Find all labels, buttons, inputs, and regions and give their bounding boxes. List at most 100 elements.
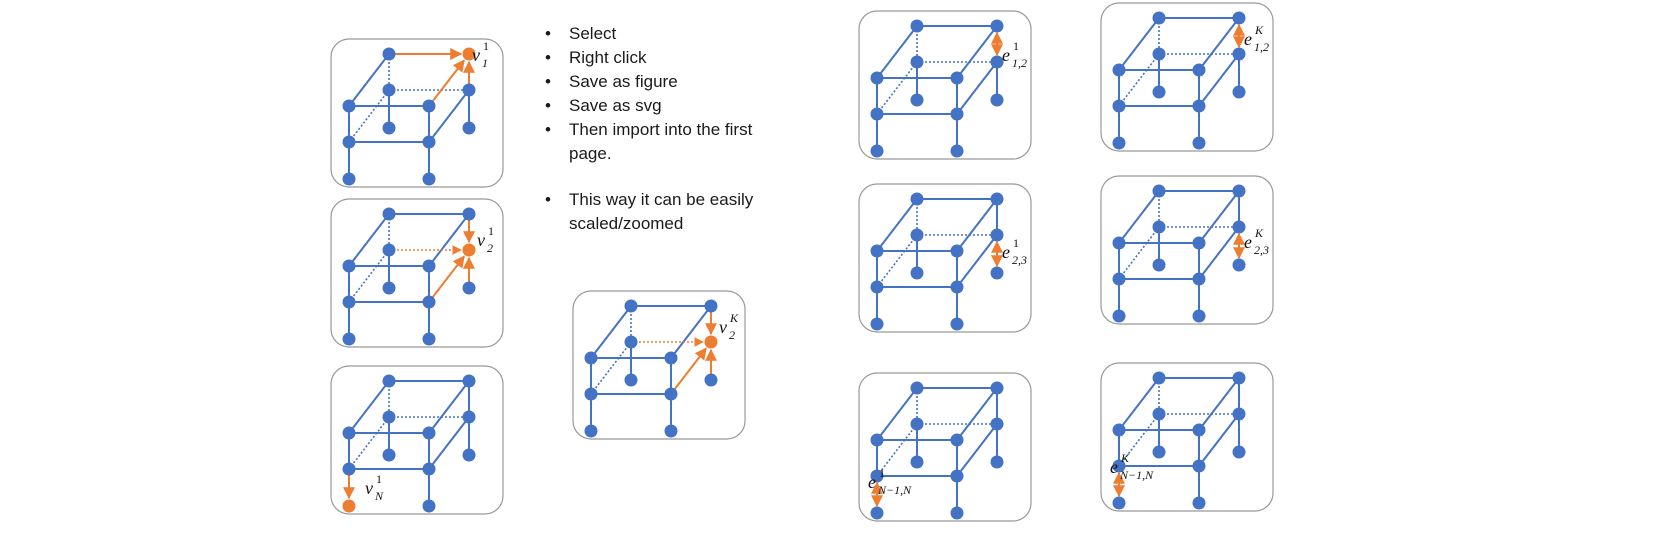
graph-node xyxy=(664,387,678,401)
graph-edge xyxy=(956,61,998,115)
graph-node xyxy=(342,99,356,113)
graph-node xyxy=(1232,258,1246,272)
graph-edge xyxy=(1198,226,1240,280)
graph-edge xyxy=(876,387,918,441)
graph-node xyxy=(910,55,924,69)
graph-edge-hidden xyxy=(590,341,632,395)
panel-frame xyxy=(1100,175,1274,325)
panel-frame xyxy=(858,183,1032,333)
graph-node xyxy=(704,373,718,387)
graph-node xyxy=(624,299,638,313)
label-base: v xyxy=(472,45,480,65)
graph-edge-hidden xyxy=(1118,53,1160,107)
graph-edge xyxy=(1198,413,1240,467)
graph-edge xyxy=(956,423,998,477)
graph-node xyxy=(950,71,964,85)
graph-node xyxy=(1192,136,1206,150)
graph-node xyxy=(624,373,638,387)
graph-node xyxy=(1152,445,1166,459)
graph-node xyxy=(1112,236,1126,250)
graph-edge xyxy=(956,387,998,441)
graph-node xyxy=(1232,85,1246,99)
graph-node xyxy=(990,55,1004,69)
graph-node xyxy=(704,299,718,313)
highlighted-node xyxy=(462,47,476,61)
graph-node xyxy=(462,83,476,97)
panel-frame xyxy=(330,38,504,188)
graph-node xyxy=(1192,496,1206,510)
graph-node xyxy=(910,93,924,107)
graph-node xyxy=(1192,63,1206,77)
graph-edge xyxy=(428,416,470,470)
cube-graph-eNK xyxy=(1100,362,1274,512)
graph-edge xyxy=(348,380,390,434)
graph-node xyxy=(990,266,1004,280)
graph-node xyxy=(462,410,476,424)
graph-edge xyxy=(1198,190,1240,244)
graph-node xyxy=(910,266,924,280)
graph-node xyxy=(990,192,1004,206)
label-subscript: 1 xyxy=(482,56,488,70)
graph-edge xyxy=(956,198,998,252)
graph-node xyxy=(664,424,678,438)
graph-node xyxy=(422,295,436,309)
instruction-item: Then import into the first page. xyxy=(545,118,795,166)
graph-node xyxy=(342,259,356,273)
graph-node xyxy=(1152,47,1166,61)
graph-node xyxy=(1112,496,1126,510)
graph-node xyxy=(1152,258,1166,272)
graph-node xyxy=(1112,136,1126,150)
graph-node xyxy=(1152,85,1166,99)
label-base: e xyxy=(1110,457,1118,477)
graph-edge xyxy=(670,305,712,359)
graph-edge xyxy=(428,380,470,434)
graph-edge xyxy=(1118,190,1160,244)
cube-graph-e12K xyxy=(1100,2,1274,152)
message-arrow xyxy=(670,347,707,395)
graph-node xyxy=(422,172,436,186)
graph-node xyxy=(382,448,396,462)
graph-node xyxy=(1112,99,1126,113)
graph-node xyxy=(870,280,884,294)
label-base: e xyxy=(1244,232,1252,252)
cube-graph-eN xyxy=(858,372,1032,522)
graph-node xyxy=(950,469,964,483)
graph-node xyxy=(950,144,964,158)
cube-graph-e23K xyxy=(1100,175,1274,325)
graph-edge-hidden xyxy=(876,234,918,288)
graph-node xyxy=(462,207,476,221)
cube-graph-v2 xyxy=(330,198,504,348)
graph-node xyxy=(1192,309,1206,323)
graph-node xyxy=(382,374,396,388)
graph-node xyxy=(1112,423,1126,437)
graph-node xyxy=(462,121,476,135)
instructions-list: Select Right click Save as figure Save a… xyxy=(545,22,795,236)
graph-edge-hidden xyxy=(876,423,918,477)
instruction-item: Save as svg xyxy=(545,94,795,118)
graph-edge xyxy=(1198,377,1240,431)
instruction-item: Right click xyxy=(545,46,795,70)
panel-frame xyxy=(858,372,1032,522)
cube-graph-v1 xyxy=(330,38,504,188)
label-subscript: N−1,N xyxy=(878,483,912,497)
cube-graph-e23 xyxy=(858,183,1032,333)
graph-edge-hidden xyxy=(348,416,390,470)
graph-node xyxy=(342,172,356,186)
label-subscript: N xyxy=(375,489,384,503)
graph-node xyxy=(422,135,436,149)
graph-node xyxy=(950,244,964,258)
graph-node xyxy=(462,281,476,295)
graph-edge xyxy=(1198,17,1240,71)
graph-node xyxy=(950,506,964,520)
graph-node xyxy=(342,426,356,440)
graph-node xyxy=(382,243,396,257)
label-base: e xyxy=(1002,45,1010,65)
graph-node xyxy=(664,351,678,365)
highlighted-node xyxy=(704,335,718,349)
